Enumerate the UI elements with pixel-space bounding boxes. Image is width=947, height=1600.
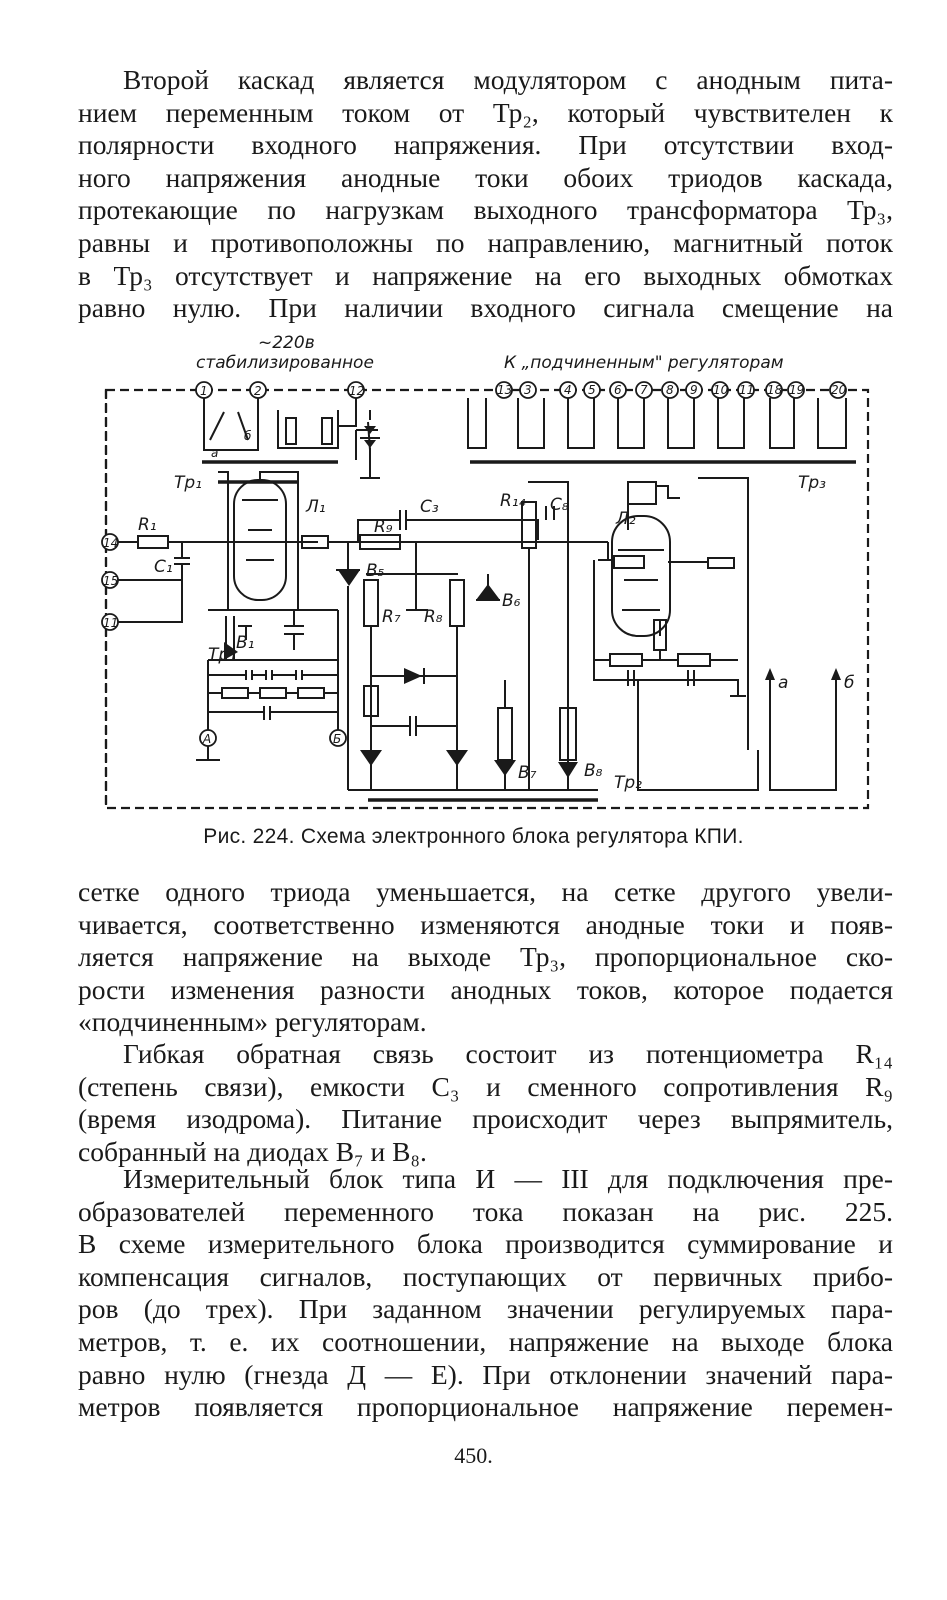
page-number: 450.: [454, 1443, 493, 1468]
text-line: собранный на диодах В₇ и В₈.: [78, 1135, 427, 1167]
winding-label-b: б: [244, 429, 252, 443]
figure-caption: Рис. 224. Схема электронного блока регул…: [203, 825, 744, 848]
text-line: рости изменения разности анодных токов, …: [78, 973, 893, 1005]
text-line: образователей переменного тока показан н…: [78, 1195, 893, 1227]
b6-label: В₆: [502, 591, 521, 611]
text-line: равно нулю. При наличии входного сигнала…: [78, 292, 893, 324]
output-terminal-label: 9: [690, 383, 698, 397]
output-terminal: [519, 381, 537, 399]
output-terminal-label: 11: [739, 383, 754, 397]
r14-label: R₁₄: [500, 491, 526, 511]
output-terminal: [737, 381, 755, 399]
tp2-label: Тр₂: [614, 773, 642, 793]
winding-label-a: а: [211, 446, 218, 460]
text-line: В схеме измерительного блока производитс…: [78, 1228, 893, 1260]
text-line: Измерительный блок типа И — III для подк…: [123, 1163, 893, 1194]
terminal-label: 2: [254, 384, 262, 398]
text-line: ров (до трех). При заданном значении рег…: [78, 1293, 893, 1325]
c8-label: С₈: [550, 495, 569, 515]
output-terminal-label: 5: [588, 383, 596, 397]
paragraph-intro: Второй каскад является модулятором с ано…: [78, 64, 893, 325]
subordinate-regulators-label: К „подчиненным" регуляторам: [504, 353, 784, 373]
text-line: Второй каскад является модулятором с ано…: [123, 64, 893, 95]
text-line: протекающие по нагрузкам выходного транс…: [78, 194, 893, 226]
tp1-secondary-label: Тр₁: [208, 645, 236, 665]
b8-label: В₈: [584, 761, 603, 781]
text-line: чивается, соответственно изменяются анод…: [78, 908, 893, 940]
output-terminal: [829, 381, 847, 399]
output-b-label: б: [844, 673, 854, 693]
b7-label: В₇: [518, 763, 537, 783]
text-line: нием переменным током от Тр₂, который чу…: [78, 96, 893, 128]
text-line: метров, т. е. их соотношении, напряжение…: [78, 1325, 893, 1357]
paragraph-measuring-block: Измерительный блок типа И — III для подк…: [78, 1163, 893, 1424]
output-terminal: [787, 381, 805, 399]
l2-label: Л₂: [615, 509, 636, 529]
supply-stabilized-label: стабилизированное: [196, 353, 374, 373]
output-terminal: [711, 381, 729, 399]
output-terminal-label: 7: [640, 383, 648, 397]
output-terminal-label: 20: [831, 383, 847, 397]
text-line: «подчиненным» регуляторам.: [78, 1006, 427, 1038]
paragraph-continued: сетке одного триода уменьшается, на сетк…: [78, 876, 893, 1039]
r1-label: R₁: [138, 515, 157, 535]
l1-label: Л₁: [305, 497, 326, 517]
output-terminal-label: 10: [713, 383, 729, 397]
tp1-transformer: а б Тр₁: [174, 398, 380, 493]
terminal-label: 1: [200, 384, 208, 398]
text-line: в Тр₃ отсутствует и напряжение на его вы…: [78, 259, 893, 291]
power-supply-left: В₁ Тр₁ А Б: [196, 578, 347, 761]
output-terminal: [765, 381, 783, 399]
text-line: сетке одного триода уменьшается, на сетк…: [78, 876, 893, 907]
feedback-section: С₃ R₉ В₅ R₇ R₈ В₆: [328, 497, 608, 791]
terminal-b-label: Б: [333, 732, 341, 746]
text-line: равны и противоположны по направлению, м…: [78, 226, 893, 258]
r9-label: R₉: [374, 517, 393, 537]
terminal-label: 14: [103, 536, 118, 550]
output-a-label: а: [778, 673, 788, 693]
output-terminal-label: 19: [789, 383, 804, 397]
text-line: ляется напряжение на выходе Тр₃, пропорц…: [78, 941, 893, 973]
c1-label: С₁: [154, 557, 173, 577]
r7-label: R₇: [382, 607, 401, 627]
paragraph-feedback: Гибкая обратная связь состоит из потенци…: [78, 1038, 893, 1168]
tp3-label: Тр₃: [798, 473, 826, 493]
tp1-label: Тр₁: [174, 473, 202, 493]
text-line: компенсация сигналов, поступающих от пер…: [78, 1260, 893, 1292]
output-terminal-label: 13: [497, 383, 512, 397]
b1-label: В₁: [236, 633, 254, 653]
text-line: (степень связи), емкости С₃ и сменного с…: [78, 1070, 893, 1102]
terminal-label: 11: [103, 616, 118, 630]
output-terminal-label: 4: [564, 383, 572, 397]
terminal-label: 15: [103, 574, 118, 588]
terminal-a-label: А: [202, 732, 211, 746]
text-line: (время изодрома). Питание происходит чер…: [78, 1103, 893, 1135]
output-terminal-label: 18: [767, 383, 783, 397]
output-terminal-label: 8: [666, 383, 674, 397]
output-terminal-label: 6: [614, 383, 622, 397]
text-line: равно нулю (гнезда Д — Е). При отклонени…: [78, 1358, 893, 1390]
c3-label: С₃: [420, 497, 439, 517]
tube-l2: Л₂ Тр₃: [593, 473, 826, 791]
text-line: ного напряжения анодные токи обоих триод…: [78, 161, 893, 193]
supply-voltage-label: ~220в: [258, 333, 315, 353]
text-line: Гибкая обратная связь состоит из потенци…: [123, 1038, 893, 1069]
tp3-secondary-windings: [467, 398, 856, 464]
b5-label: В₅: [366, 561, 385, 581]
output-ab: а б: [765, 668, 854, 791]
r8-label: R₈: [424, 607, 443, 627]
output-terminal: [495, 381, 513, 399]
circuit-diagram: ~220в стабилизированное К „подчиненным" …: [98, 330, 888, 820]
output-terminal: [661, 381, 679, 399]
text-line: полярности входного напряжения. При отсу…: [78, 129, 893, 161]
text-line: метров появляется пропорциональное напря…: [78, 1391, 893, 1423]
terminal-label: 12: [349, 384, 364, 398]
output-terminal: [583, 381, 601, 399]
tube-l1: Л₁: [218, 471, 326, 601]
input-section: 14 15 11 R₁ С₁: [101, 390, 329, 808]
output-terminal-label: 3: [524, 383, 532, 397]
r14-b7-b8-section: R₁₄ С₈ В₇ В₈ Тр₂: [368, 481, 642, 802]
